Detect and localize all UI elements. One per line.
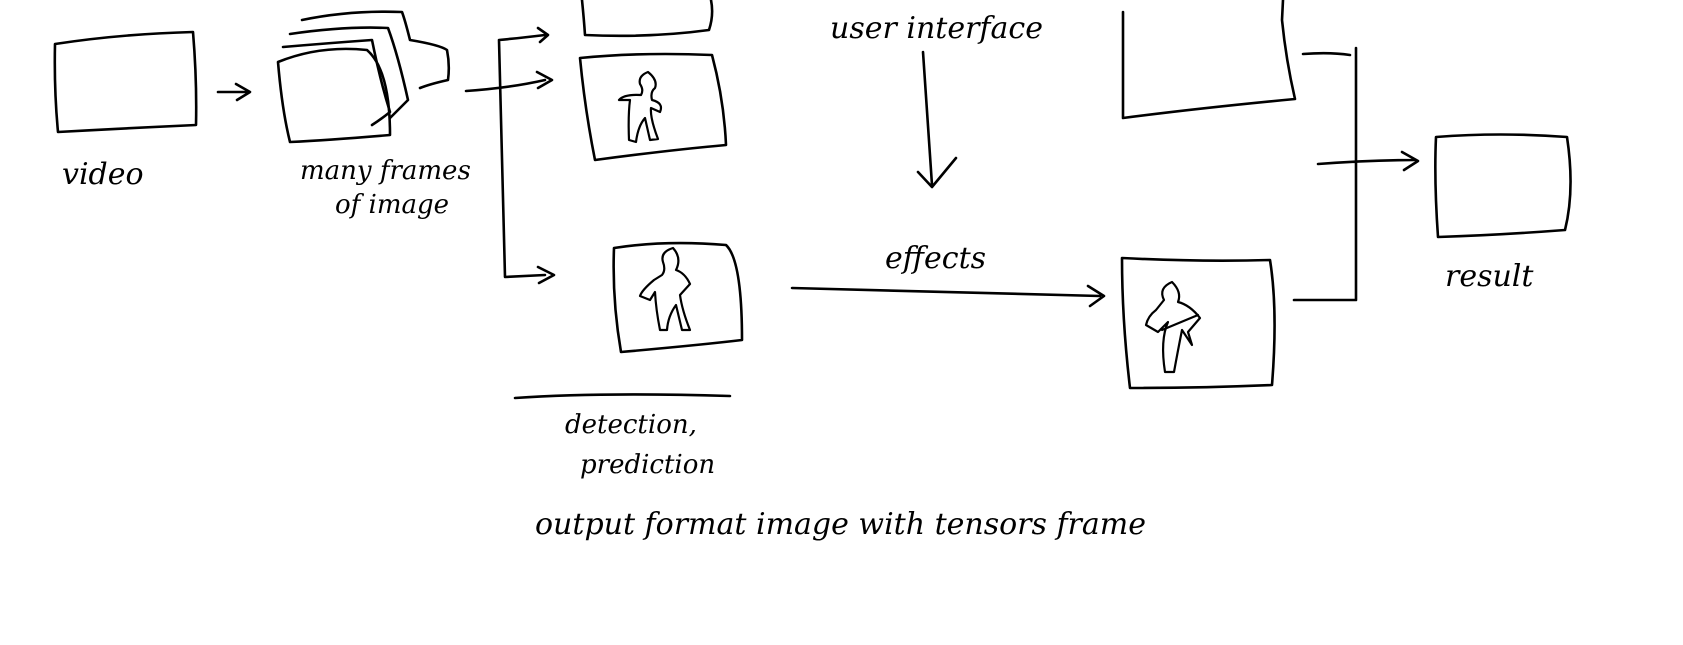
frames-label-line1: many frames (300, 156, 471, 186)
ui-box (1121, 0, 1297, 120)
front-frame (276, 47, 392, 144)
top-partial-box (580, 0, 714, 38)
branch-connector (464, 26, 556, 285)
detection-underline (513, 393, 732, 400)
video-label: video (62, 157, 144, 192)
output-format-label: output format image with tensors frame (535, 507, 1146, 542)
arrow-video-to-frames (216, 82, 252, 102)
effects-label: effects (885, 241, 987, 276)
arrow-user-interface (916, 50, 958, 189)
user-interface-label: user interface (830, 11, 1043, 46)
arrow-effects (790, 284, 1106, 308)
detection-label-line1: detection, (565, 410, 697, 440)
detection-box-middle (612, 241, 744, 354)
result-box (1434, 133, 1572, 239)
detection-label-line2: prediction (580, 450, 716, 480)
frames-stack (276, 10, 451, 144)
video-box (53, 30, 198, 134)
frames-label-line2: of image (335, 190, 450, 220)
effects-box (1120, 256, 1276, 390)
detection-box-top (578, 52, 728, 162)
merge-bracket (1292, 46, 1420, 302)
result-label: result (1445, 259, 1534, 294)
